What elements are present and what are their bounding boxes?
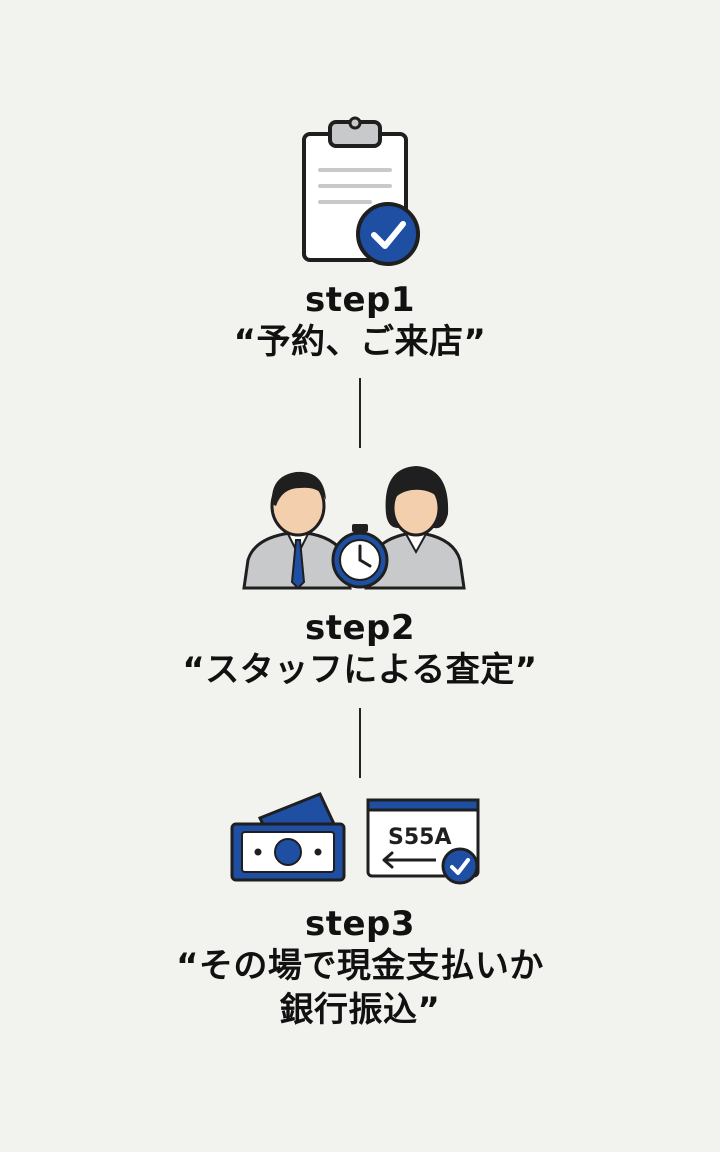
step3-label: step3 “その場で現金支払いか 銀行振込”: [0, 904, 720, 1032]
step3-text-line1: “その場で現金支払いか: [176, 946, 544, 986]
stopwatch-icon: [331, 524, 389, 589]
step3-text-line2: 銀行振込”: [279, 990, 441, 1030]
step2-label: step2 “スタッフによる査定”: [0, 608, 720, 692]
step1-number: step1: [304, 280, 416, 320]
staff-stopwatch-icon: [242, 466, 466, 590]
bank-transfer-icon: S55A: [366, 798, 480, 885]
step1-label: step1 “予約、ご来店”: [0, 280, 720, 364]
male-staff-icon: [242, 471, 352, 590]
connector-1-2: [359, 378, 361, 448]
step2-icon-wrap: [0, 456, 720, 592]
step1-text: “予約、ご来店”: [233, 322, 487, 362]
transfer-screen-text: S55A: [388, 825, 452, 850]
step2-number: step2: [304, 608, 416, 648]
step1-icon-wrap: [0, 112, 720, 270]
cash-icon: [230, 792, 346, 882]
connector-2-3: [359, 708, 361, 778]
step2-text: “スタッフによる査定”: [182, 650, 538, 690]
clipboard-check-icon: [302, 116, 420, 266]
step3-number: step3: [304, 904, 416, 944]
cash-transfer-icon: S55A: [230, 792, 480, 885]
step3-icon-wrap: S55A: [0, 790, 720, 886]
